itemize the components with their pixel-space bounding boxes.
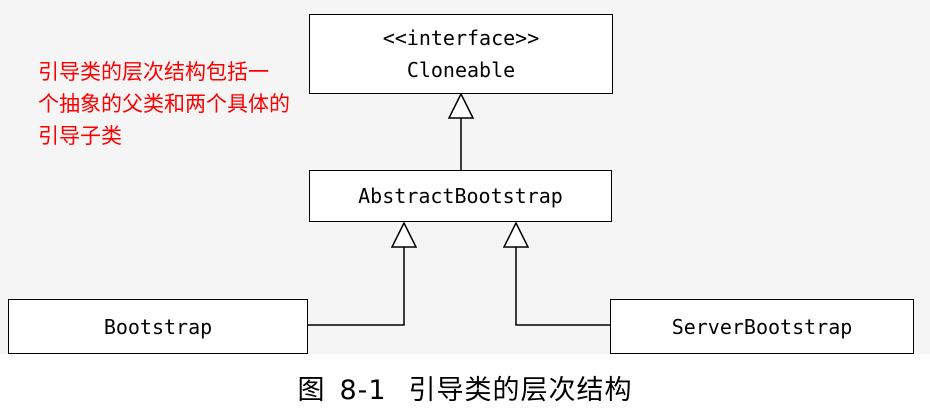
annotation-note: 引导类的层次结构包括一 个抽象的父类和两个具体的 引导子类	[38, 56, 338, 152]
server-bootstrap-box: ServerBootstrap	[610, 299, 914, 354]
bootstrap-name: Bootstrap	[103, 314, 213, 339]
inheritance-arrow-bootstrap	[390, 221, 418, 248]
interface-stereotype: <<interface>>	[382, 26, 540, 50]
generalization-line-serverbootstrap	[515, 247, 610, 326]
generalization-line-bootstrap	[308, 247, 405, 326]
annotation-line-2: 个抽象的父类和两个具体的	[38, 92, 290, 116]
server-bootstrap-name: ServerBootstrap	[671, 314, 853, 339]
caption-prefix: 图	[297, 375, 326, 406]
annotation-line-3: 引导子类	[38, 124, 122, 148]
connector-lines	[308, 92, 610, 326]
caption-title: 引导类的层次结构	[408, 375, 633, 406]
abstract-bootstrap-box: AbstractBootstrap	[309, 170, 612, 222]
caption-number: 8-1	[339, 375, 387, 406]
annotation-line-1: 引导类的层次结构包括一	[38, 60, 269, 84]
bootstrap-box: Bootstrap	[8, 299, 308, 354]
figure-caption: 图 8-1 引导类的层次结构	[0, 368, 930, 407]
inheritance-arrow-serverbootstrap	[502, 221, 530, 248]
interface-name: Cloneable	[406, 58, 516, 82]
abstract-bootstrap-name: AbstractBootstrap	[358, 184, 563, 208]
interface-cloneable-box: <<interface>> Cloneable	[309, 14, 613, 94]
inheritance-arrow-cloneable	[447, 92, 475, 119]
